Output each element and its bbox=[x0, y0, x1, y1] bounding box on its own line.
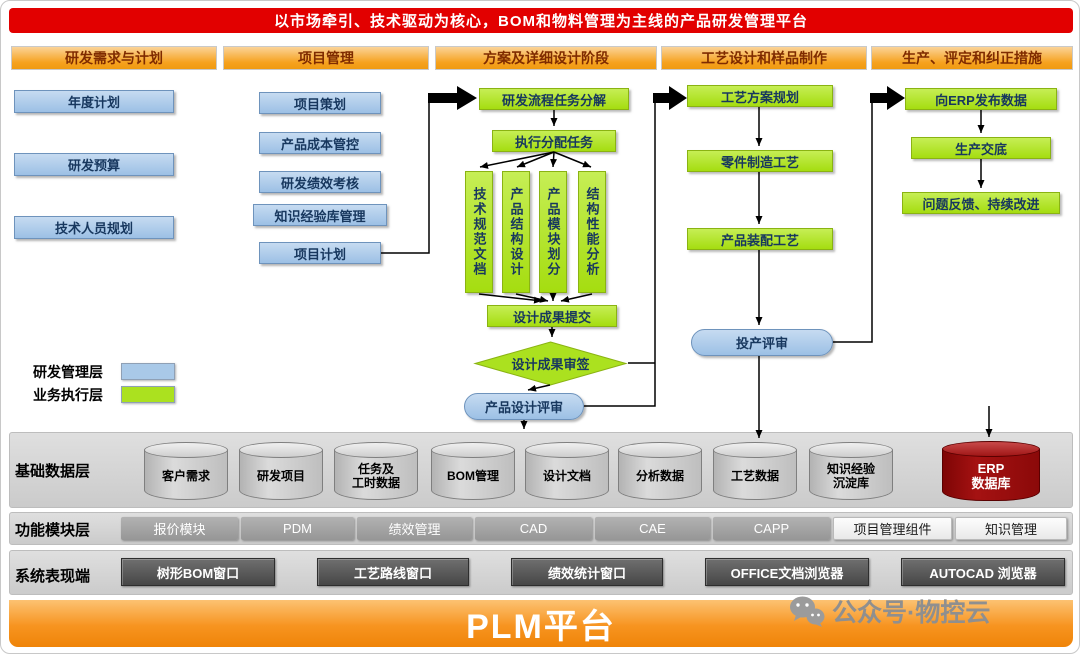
top-banner: 以市场牵引、技术驱动为核心，BOM和物料管理为主线的产品研发管理平台 bbox=[9, 8, 1073, 33]
window-office-doc-viewer: OFFICE文档浏览器 bbox=[705, 558, 869, 586]
cylinder-label: 分析数据 bbox=[635, 468, 684, 483]
box-annual-plan: 年度计划 bbox=[14, 90, 174, 113]
cylinder-erp-database: ERP 数据库 bbox=[942, 441, 1040, 501]
cylinder-top bbox=[618, 442, 702, 458]
cylinder-body bbox=[809, 450, 893, 500]
box-design-submit: 设计成果提交 bbox=[487, 305, 617, 327]
ellipse-production-review: 投产评审 bbox=[691, 329, 833, 356]
module-project-mgmt-component: 项目管理组件 bbox=[833, 517, 952, 540]
column-header-design-phase: 方案及详细设计阶段 bbox=[435, 46, 657, 70]
box-performance-assess: 研发绩效考核 bbox=[259, 171, 381, 193]
wechat-icon bbox=[790, 596, 825, 627]
cylinder-body bbox=[618, 450, 702, 500]
box-erp-publish: 向ERP发布数据 bbox=[905, 88, 1057, 110]
box-knowledge-base-mgmt: 知识经验库管理 bbox=[253, 204, 387, 226]
vbox-product-structure-design: 产品结构设计 bbox=[502, 171, 530, 293]
box-assembly-process: 产品装配工艺 bbox=[687, 228, 833, 250]
cylinder-body bbox=[942, 449, 1040, 501]
ellipse-design-review: 产品设计评审 bbox=[464, 393, 584, 420]
cylinder-body bbox=[431, 450, 515, 500]
cylinder-label: BOM管理 bbox=[447, 468, 499, 483]
window-performance-stats: 绩效统计窗口 bbox=[511, 558, 663, 586]
cylinder-body bbox=[713, 450, 797, 500]
cylinder-top bbox=[713, 442, 797, 458]
cylinder-label: ERP 数据库 bbox=[971, 460, 1011, 491]
cylinder-top bbox=[525, 442, 609, 458]
vbox-structure-performance-analysis: 结构性能分析 bbox=[578, 171, 606, 293]
cylinder-top bbox=[942, 441, 1040, 457]
cylinder-top bbox=[239, 442, 323, 458]
diamond-label: 设计成果审签 bbox=[511, 357, 590, 372]
diamond-design-sign: 设计成果审签 bbox=[473, 341, 628, 386]
box-part-process: 零件制造工艺 bbox=[687, 150, 833, 172]
plm-platform-banner: PLM平台 bbox=[9, 600, 1073, 647]
module-cae: CAE bbox=[595, 517, 710, 540]
data-layer-label: 基础数据层 bbox=[15, 463, 91, 480]
vbox-tech-spec-doc: 技术规范文档 bbox=[465, 171, 493, 293]
cylinder-customer-needs: 客户需求 bbox=[144, 442, 228, 500]
cylinder-label: 客户需求 bbox=[161, 468, 210, 483]
legend-label-rd-mgmt: 研发管理层 bbox=[33, 364, 103, 380]
cylinder-label: 研发项目 bbox=[256, 468, 305, 483]
box-production-brief: 生产交底 bbox=[911, 137, 1051, 159]
box-tech-staff-plan: 技术人员规划 bbox=[14, 216, 174, 239]
box-cost-control: 产品成本管控 bbox=[259, 132, 381, 154]
cylinder-analysis-data: 分析数据 bbox=[618, 442, 702, 500]
ui-layer-label: 系统表现端 bbox=[15, 568, 91, 585]
module-capp: CAPP bbox=[713, 517, 830, 540]
cylinder-top bbox=[809, 442, 893, 458]
watermark-text: 公众号·物控云 bbox=[832, 599, 991, 627]
window-autocad-viewer: AUTOCAD 浏览器 bbox=[901, 558, 1065, 586]
cylinder-design-docs: 设计文档 bbox=[525, 442, 609, 500]
cylinder-body bbox=[525, 450, 609, 500]
box-project-plan: 项目计划 bbox=[259, 242, 381, 264]
box-rd-budget: 研发预算 bbox=[14, 153, 174, 176]
column-header-production: 生产、评定和纠正措施 bbox=[871, 46, 1073, 70]
box-project-initiation: 项目策划 bbox=[259, 92, 381, 114]
window-process-route: 工艺路线窗口 bbox=[317, 558, 469, 586]
cylinder-top bbox=[144, 442, 228, 458]
cylinder-top bbox=[431, 442, 515, 458]
vbox-product-module-division: 产品模块划分 bbox=[539, 171, 567, 293]
legend-swatch-rd-mgmt bbox=[121, 363, 175, 380]
legend-swatch-biz-exec bbox=[121, 386, 175, 403]
window-tree-bom: 树形BOM窗口 bbox=[121, 558, 275, 586]
cylinder-label: 任务及 工时数据 bbox=[351, 461, 400, 490]
cylinder-rd-project: 研发项目 bbox=[239, 442, 323, 500]
cylinder-top bbox=[334, 442, 418, 458]
cylinder-label: 设计文档 bbox=[542, 468, 591, 483]
module-pdm: PDM bbox=[241, 517, 354, 540]
cylinder-bom-mgmt: BOM管理 bbox=[431, 442, 515, 500]
watermark: 公众号·物控云 bbox=[789, 593, 990, 629]
legend-label-biz-exec: 业务执行层 bbox=[33, 387, 103, 403]
box-feedback-improve: 问题反馈、持续改进 bbox=[902, 192, 1060, 214]
column-header-project-mgmt: 项目管理 bbox=[223, 46, 429, 70]
cylinder-label: 工艺数据 bbox=[730, 468, 779, 483]
module-knowledge-mgmt: 知识管理 bbox=[955, 517, 1067, 540]
column-header-process-design: 工艺设计和样品制作 bbox=[661, 46, 867, 70]
cylinder-body bbox=[239, 450, 323, 500]
cylinder-knowledge-base: 知识经验 沉淀库 bbox=[809, 442, 893, 500]
module-quote: 报价模块 bbox=[121, 517, 238, 540]
cylinder-task-hours-data: 任务及 工时数据 bbox=[334, 442, 418, 500]
cylinder-body bbox=[334, 450, 418, 500]
box-process-plan: 工艺方案规划 bbox=[687, 85, 833, 107]
module-layer-label: 功能模块层 bbox=[15, 522, 91, 539]
column-header-rd-plan: 研发需求与计划 bbox=[11, 46, 217, 70]
cylinder-label: 知识经验 沉淀库 bbox=[826, 461, 875, 490]
box-task-decompose: 研发流程任务分解 bbox=[479, 88, 629, 110]
module-cad: CAD bbox=[475, 517, 592, 540]
module-performance-mgmt: 绩效管理 bbox=[357, 517, 472, 540]
cylinder-process-data: 工艺数据 bbox=[713, 442, 797, 500]
cylinder-body bbox=[144, 450, 228, 500]
box-assign-tasks: 执行分配任务 bbox=[492, 130, 616, 152]
